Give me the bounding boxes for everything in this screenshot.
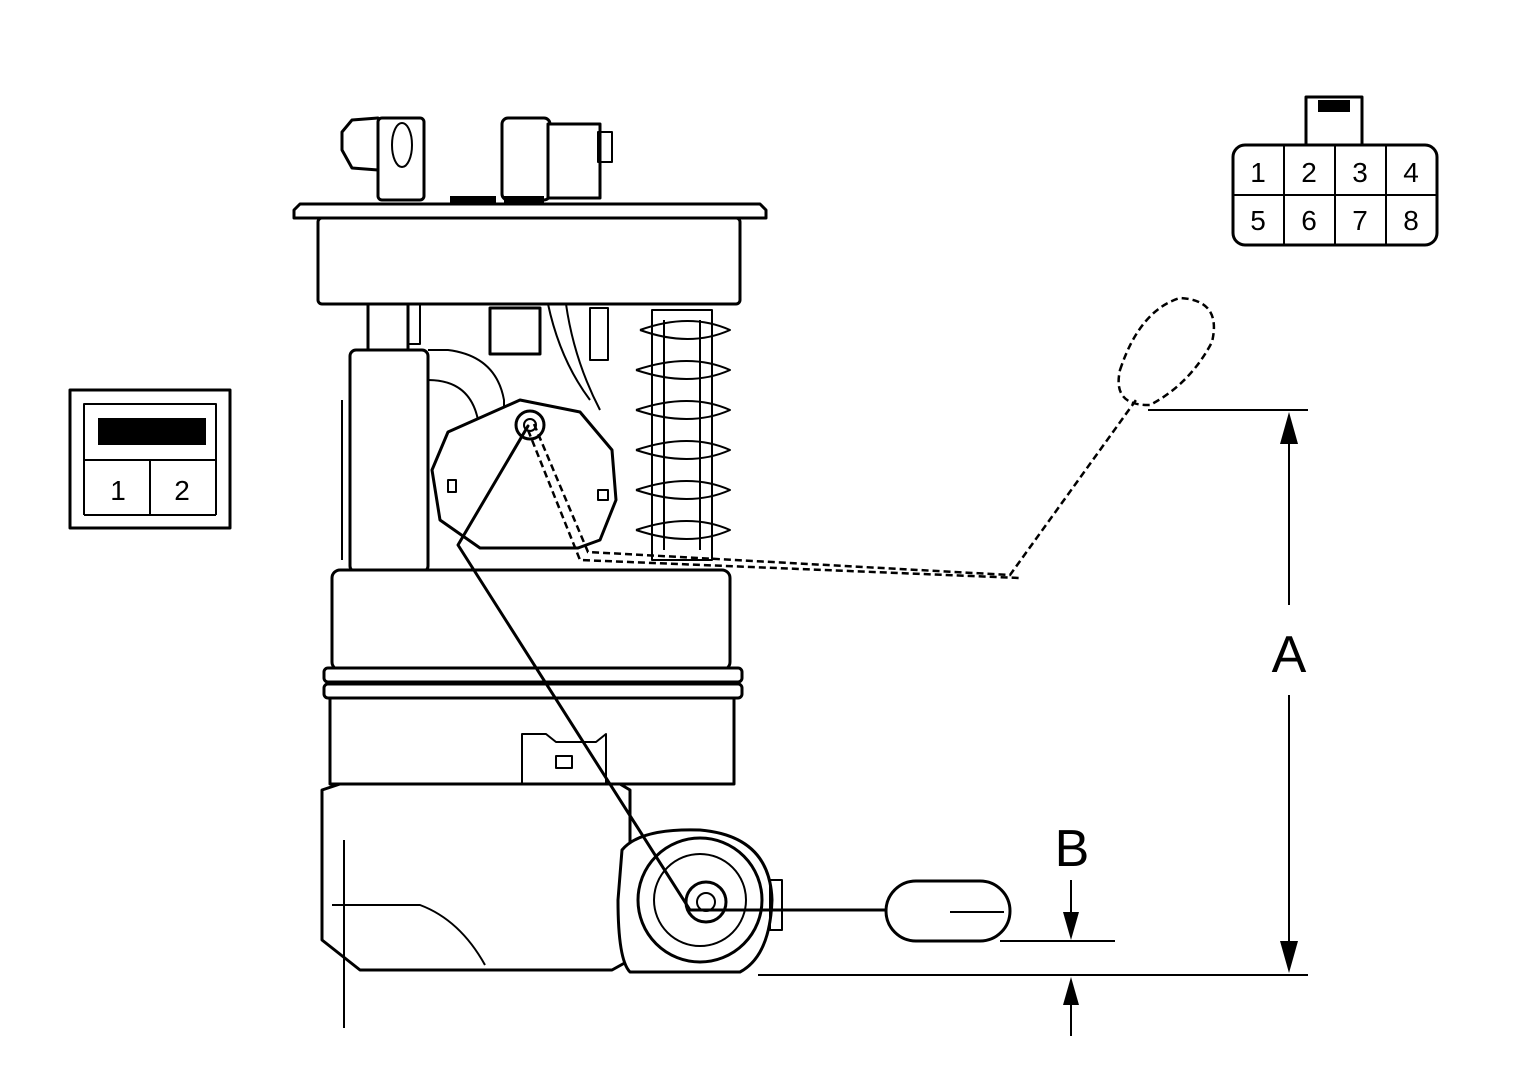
connector-2pin-pin-2: 2 xyxy=(174,475,190,506)
float-low xyxy=(884,879,1012,943)
connector-8pin-pin-2: 2 xyxy=(1301,157,1317,188)
spring xyxy=(635,309,731,561)
connector-8pin-pin-3: 3 xyxy=(1352,157,1368,188)
top-cap xyxy=(316,216,742,306)
dimension-a: A xyxy=(758,409,1308,976)
connector-8pin-pin-4: 4 xyxy=(1403,157,1419,188)
lower-housing xyxy=(320,782,632,972)
connector-8pin-pin-1: 1 xyxy=(1250,157,1266,188)
dimension-a-label: A xyxy=(1272,626,1307,684)
fuel-pump-assembly xyxy=(292,116,1216,1028)
left-bracket xyxy=(348,348,430,574)
top-fittings xyxy=(340,116,613,203)
float-arm-high xyxy=(532,399,1138,577)
connector-2pin-pin-1: 1 xyxy=(110,475,126,506)
float-arm-pivot xyxy=(616,828,783,974)
mid-body xyxy=(330,568,732,672)
connector-8pin-pin-6: 6 xyxy=(1301,205,1317,236)
connector-8pin-pin-8: 8 xyxy=(1403,205,1419,236)
dimension-b-label: B xyxy=(1055,820,1090,878)
connector-8pin: 1 2 3 4 5 6 7 8 xyxy=(1231,95,1439,247)
connector-2pin: 1 2 xyxy=(68,388,232,530)
float-high xyxy=(1117,296,1216,407)
connector-8pin-pin-5: 5 xyxy=(1250,205,1266,236)
dimension-b: B xyxy=(1000,820,1115,1036)
connector-8pin-pin-7: 7 xyxy=(1352,205,1368,236)
flange xyxy=(292,202,768,220)
float-arm-low xyxy=(456,424,902,912)
